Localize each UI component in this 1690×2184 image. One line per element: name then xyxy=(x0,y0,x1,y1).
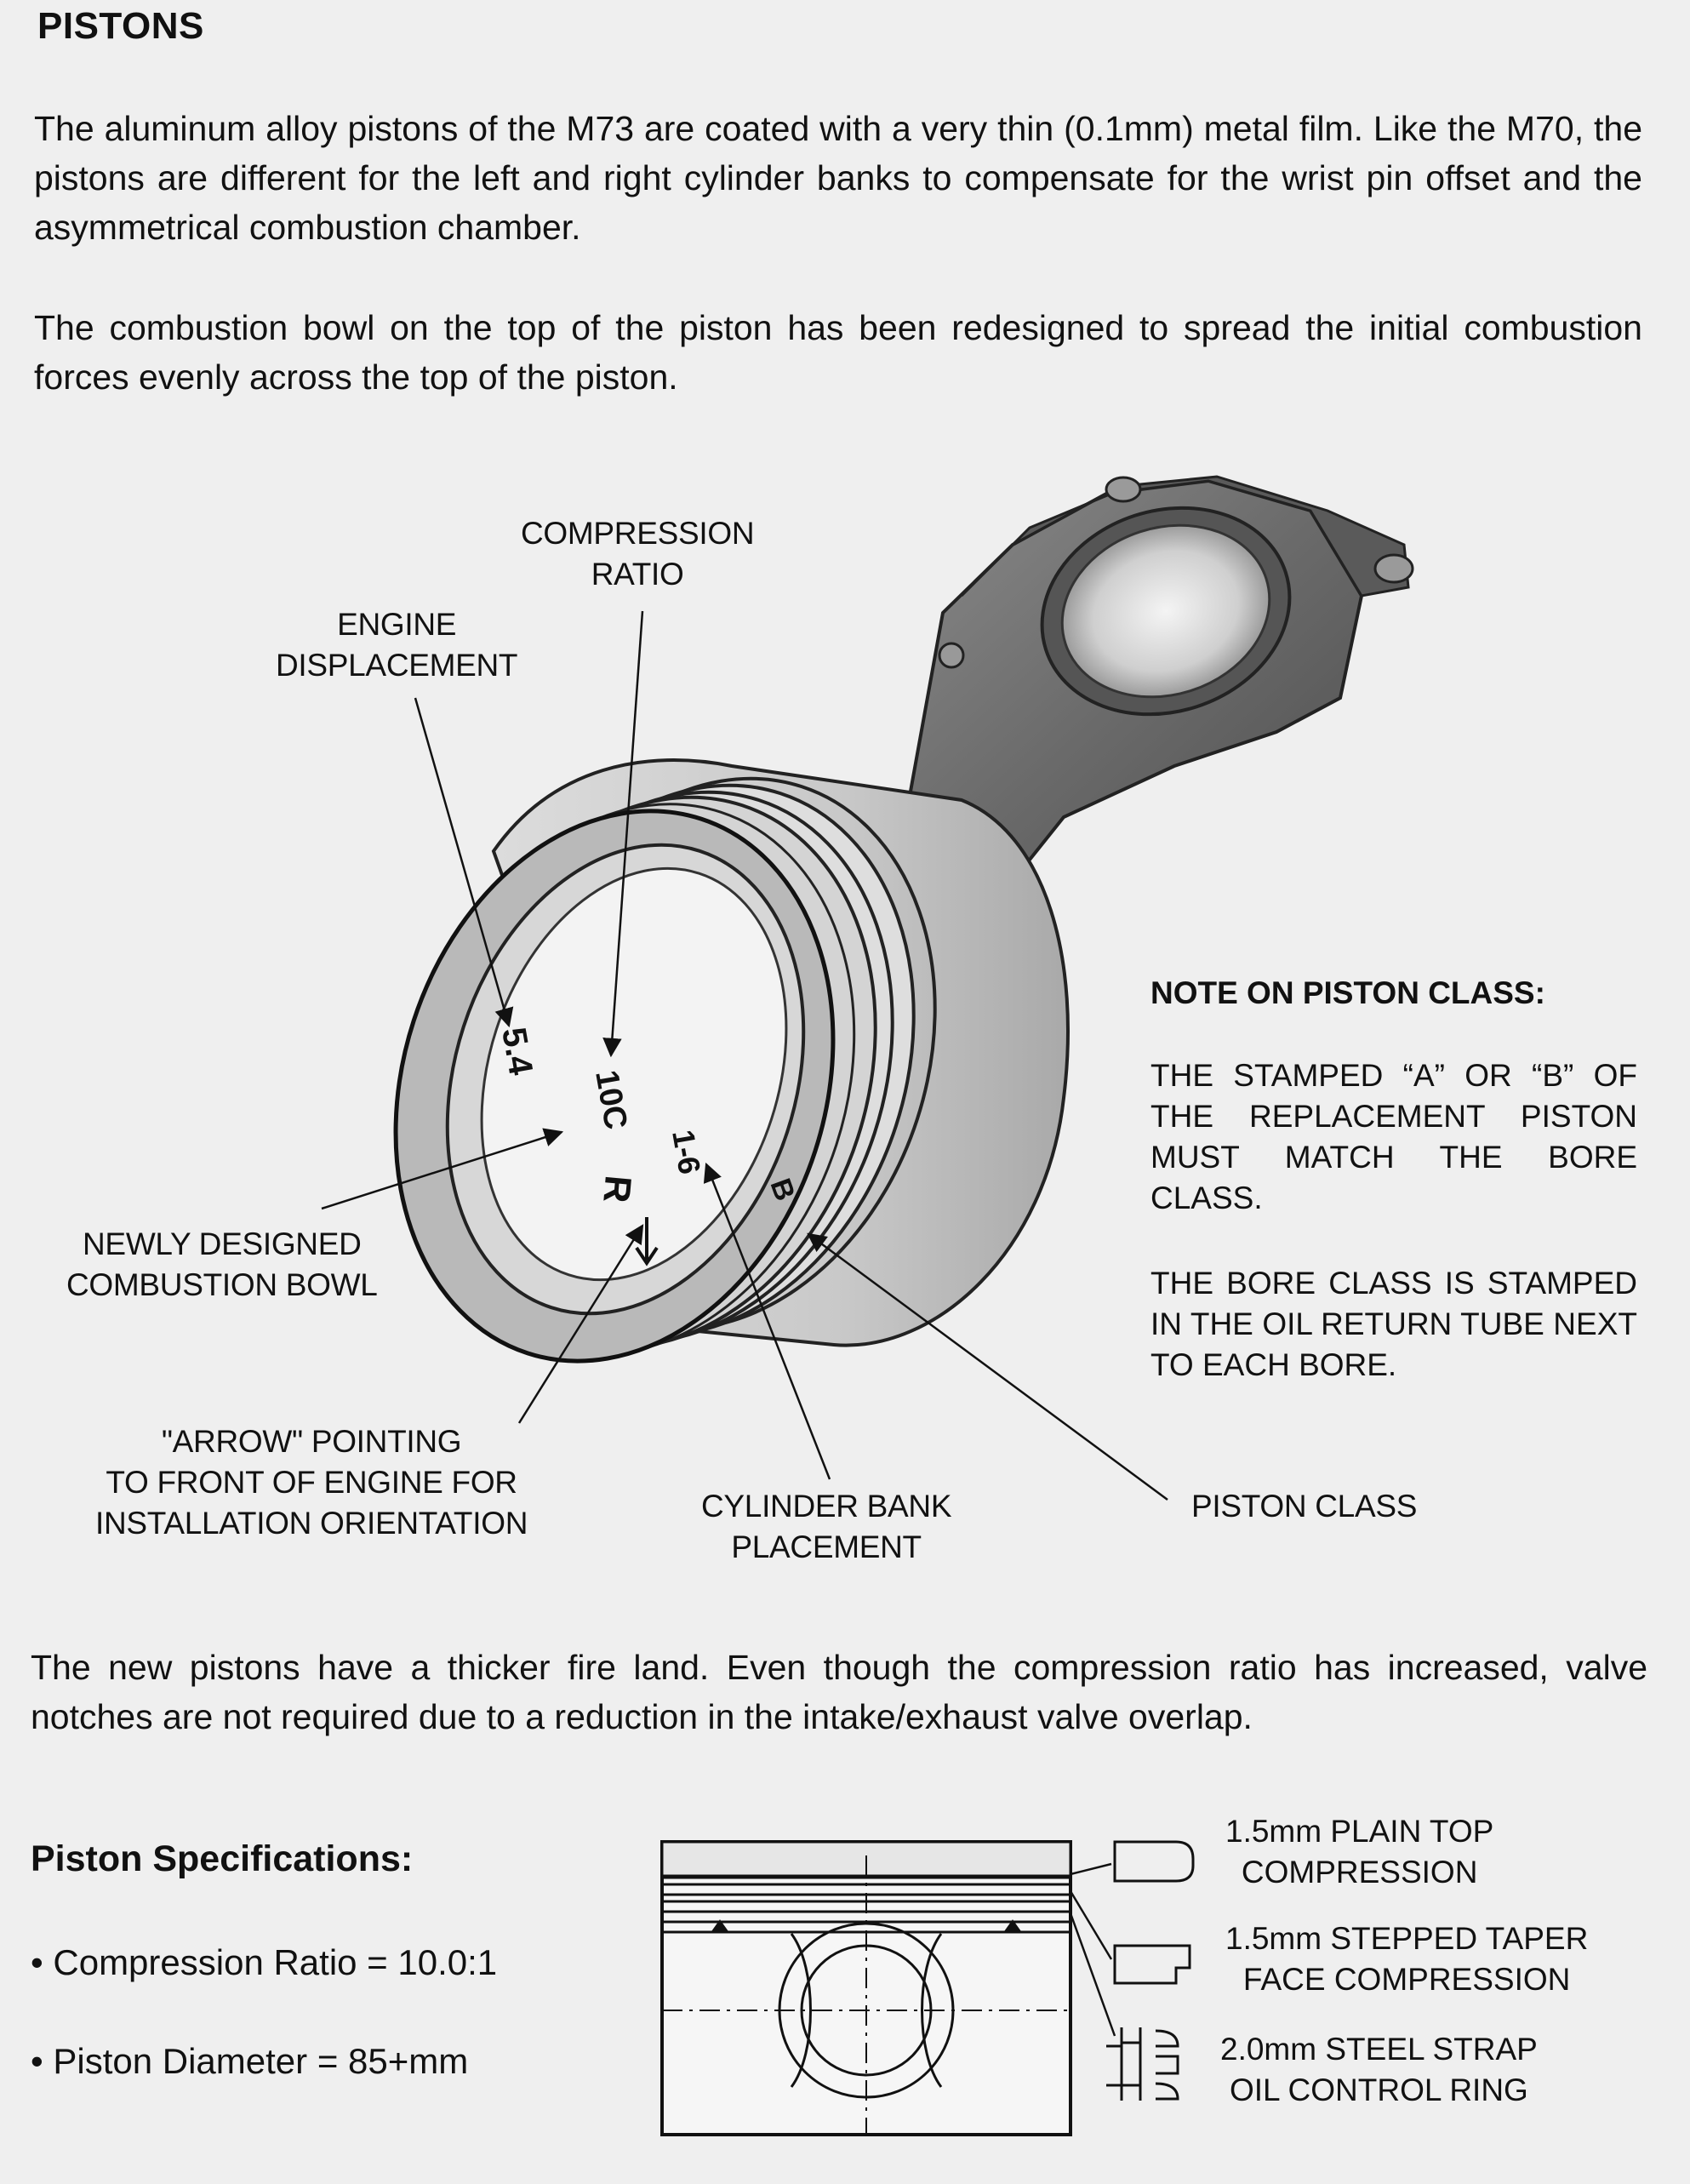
leader-cylinder-bank xyxy=(703,1162,831,1480)
leader-combustion-bowl xyxy=(321,1128,564,1210)
note-body-match: THE STAMPED “A” OR “B” OF THE REPLACEMEN… xyxy=(1150,1058,1637,1215)
piston-body xyxy=(393,758,1070,1364)
leader-engine-displacement xyxy=(414,697,514,1028)
label-compression-ratio: COMPRESSION RATIO xyxy=(521,516,755,592)
label-arrow-orientation: "ARROW" POINTING TO FRONT OF ENGINE FOR … xyxy=(95,1424,528,1541)
oil-control-ring-icon xyxy=(1106,2027,1179,2101)
leader-compression-ratio xyxy=(602,610,644,1058)
connecting-rod xyxy=(899,475,1414,905)
label-engine-displacement: ENGINE DISPLACEMENT xyxy=(276,607,518,683)
spec-title: Piston Specifications: xyxy=(31,1838,414,1879)
stamp-bank: 1-6 xyxy=(665,1127,707,1176)
stamp-front-mark: R xyxy=(595,1174,639,1204)
front-arrow-icon xyxy=(635,1217,659,1266)
intro-paragraph: The aluminum alloy pistons of the M73 ar… xyxy=(34,109,1642,247)
piston-section-drawing xyxy=(660,1840,1195,2136)
leader-lines xyxy=(321,610,1168,1501)
note-title: NOTE ON PISTON CLASS: xyxy=(1150,975,1545,1010)
label-piston-class: PISTON CLASS xyxy=(1191,1489,1418,1524)
leader-arrow-mark xyxy=(517,1224,644,1424)
page-heading: PISTONS xyxy=(37,5,204,47)
label-top-ring: 1.5mm PLAIN TOP COMPRESSION xyxy=(1225,1814,1494,1890)
spec-piston-diameter: • Piston Diameter = 85+mm xyxy=(31,2041,469,2081)
combustion-bowl-paragraph: The combustion bowl on the top of the pi… xyxy=(34,308,1642,397)
leader-piston-class xyxy=(807,1232,1168,1501)
note-body-bore-class: THE BORE CLASS IS STAMPED IN THE OIL RET… xyxy=(1150,1266,1637,1382)
fire-land-paragraph: The new pistons have a thicker fire land… xyxy=(31,1648,1647,1736)
plain-top-ring-icon xyxy=(1113,1840,1195,1883)
label-oil-ring: 2.0mm STEEL STRAP OIL CONTROL RING xyxy=(1220,2032,1538,2107)
label-cylinder-bank: CYLINDER BANK PLACEMENT xyxy=(701,1489,952,1564)
spec-compression-ratio: • Compression Ratio = 10.0:1 xyxy=(31,1942,498,1982)
label-combustion-bowl: NEWLY DESIGNED COMBUSTION BOWL xyxy=(66,1226,378,1302)
label-second-ring: 1.5mm STEPPED TAPER FACE COMPRESSION xyxy=(1225,1921,1589,1997)
stepped-taper-ring-icon xyxy=(1113,1944,1191,1985)
stamp-displacement: 5.4 xyxy=(494,1025,540,1078)
